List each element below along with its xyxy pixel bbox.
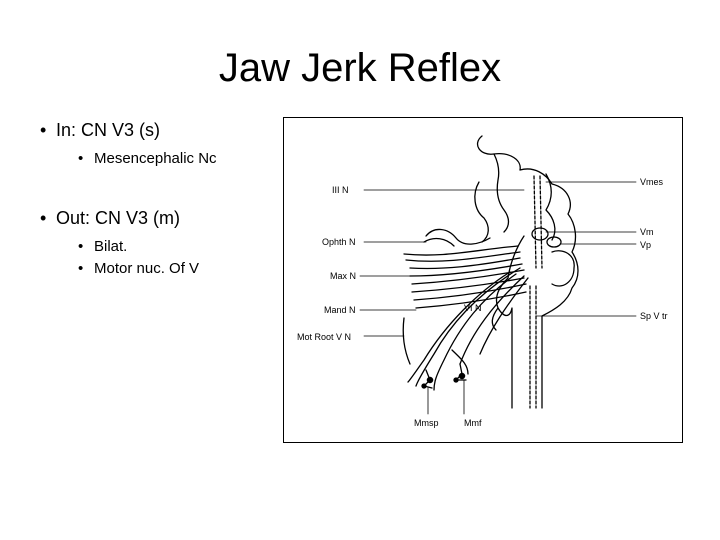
- slide-title: Jaw Jerk Reflex: [218, 46, 502, 90]
- bullet-marker: •: [78, 150, 84, 167]
- label-vi-n: VI N: [464, 303, 482, 313]
- label-vp: Vp: [640, 240, 651, 250]
- brainstem-diagram: III N Ophth N Max N Mand N VI N Mot Root…: [283, 117, 683, 443]
- vp-nucleus: [546, 236, 562, 248]
- sub-bullet-motor-nucleus: • Motor nuc. Of V: [78, 258, 280, 280]
- label-max-n: Max N: [330, 271, 356, 281]
- sub-bullet-bilateral: • Bilat.: [78, 236, 280, 258]
- label-mmsp: Mmsp: [414, 418, 439, 428]
- ophthalmic-ridge: [425, 228, 491, 245]
- pons-bulge: [551, 250, 575, 287]
- vi-nerve: [491, 307, 499, 331]
- label-sp-v-tr: Sp V tr: [640, 311, 668, 321]
- bullet-output: • Out: CN V3 (m): [40, 206, 280, 230]
- bullet-marker: •: [40, 120, 47, 140]
- label-ophth-n: Ophth N: [322, 237, 356, 247]
- mmsp-ending: [423, 369, 433, 389]
- bullet-text: Motor nuc. Of V: [94, 260, 200, 277]
- label-mand-n: Mand N: [324, 305, 356, 315]
- brainstem-left-outline: [495, 235, 525, 409]
- cerebral-peduncle: [474, 181, 489, 243]
- vmes-tract: [533, 175, 537, 269]
- brainstem-outline: [477, 135, 579, 409]
- vm-nucleus: [531, 227, 549, 241]
- bullet-marker: •: [78, 260, 84, 277]
- label-mmf: Mmf: [464, 418, 482, 428]
- jaw-outline: [402, 317, 411, 365]
- bullet-marker: •: [40, 208, 47, 228]
- label-vm: Vm: [640, 227, 654, 237]
- label-mot-root-v-n: Mot Root V N: [297, 332, 351, 342]
- bullet-text: In: CN V3 (s): [56, 120, 161, 140]
- label-iii-n: III N: [332, 185, 349, 195]
- bullet-marker: •: [78, 238, 84, 255]
- brainstem-diagram-svg: III N Ophth N Max N Mand N VI N Mot Root…: [297, 135, 668, 428]
- cerebellar-fold: [545, 173, 556, 241]
- bullet-text: Mesencephalic Nc: [94, 150, 217, 167]
- bullet-text: Bilat.: [94, 238, 128, 255]
- bullet-list: • In: CN V3 (s) • Mesencephalic Nc • Out…: [40, 118, 280, 280]
- label-vmes: Vmes: [640, 177, 664, 187]
- mandibular-fibers: [415, 267, 521, 387]
- bullet-text: Out: CN V3 (m): [56, 208, 181, 228]
- sub-bullet-mesencephalic: • Mesencephalic Nc: [78, 148, 280, 170]
- nerve-fiber: [403, 245, 519, 256]
- bullet-input: • In: CN V3 (s): [40, 118, 280, 142]
- midbrain-bulge: [493, 153, 510, 233]
